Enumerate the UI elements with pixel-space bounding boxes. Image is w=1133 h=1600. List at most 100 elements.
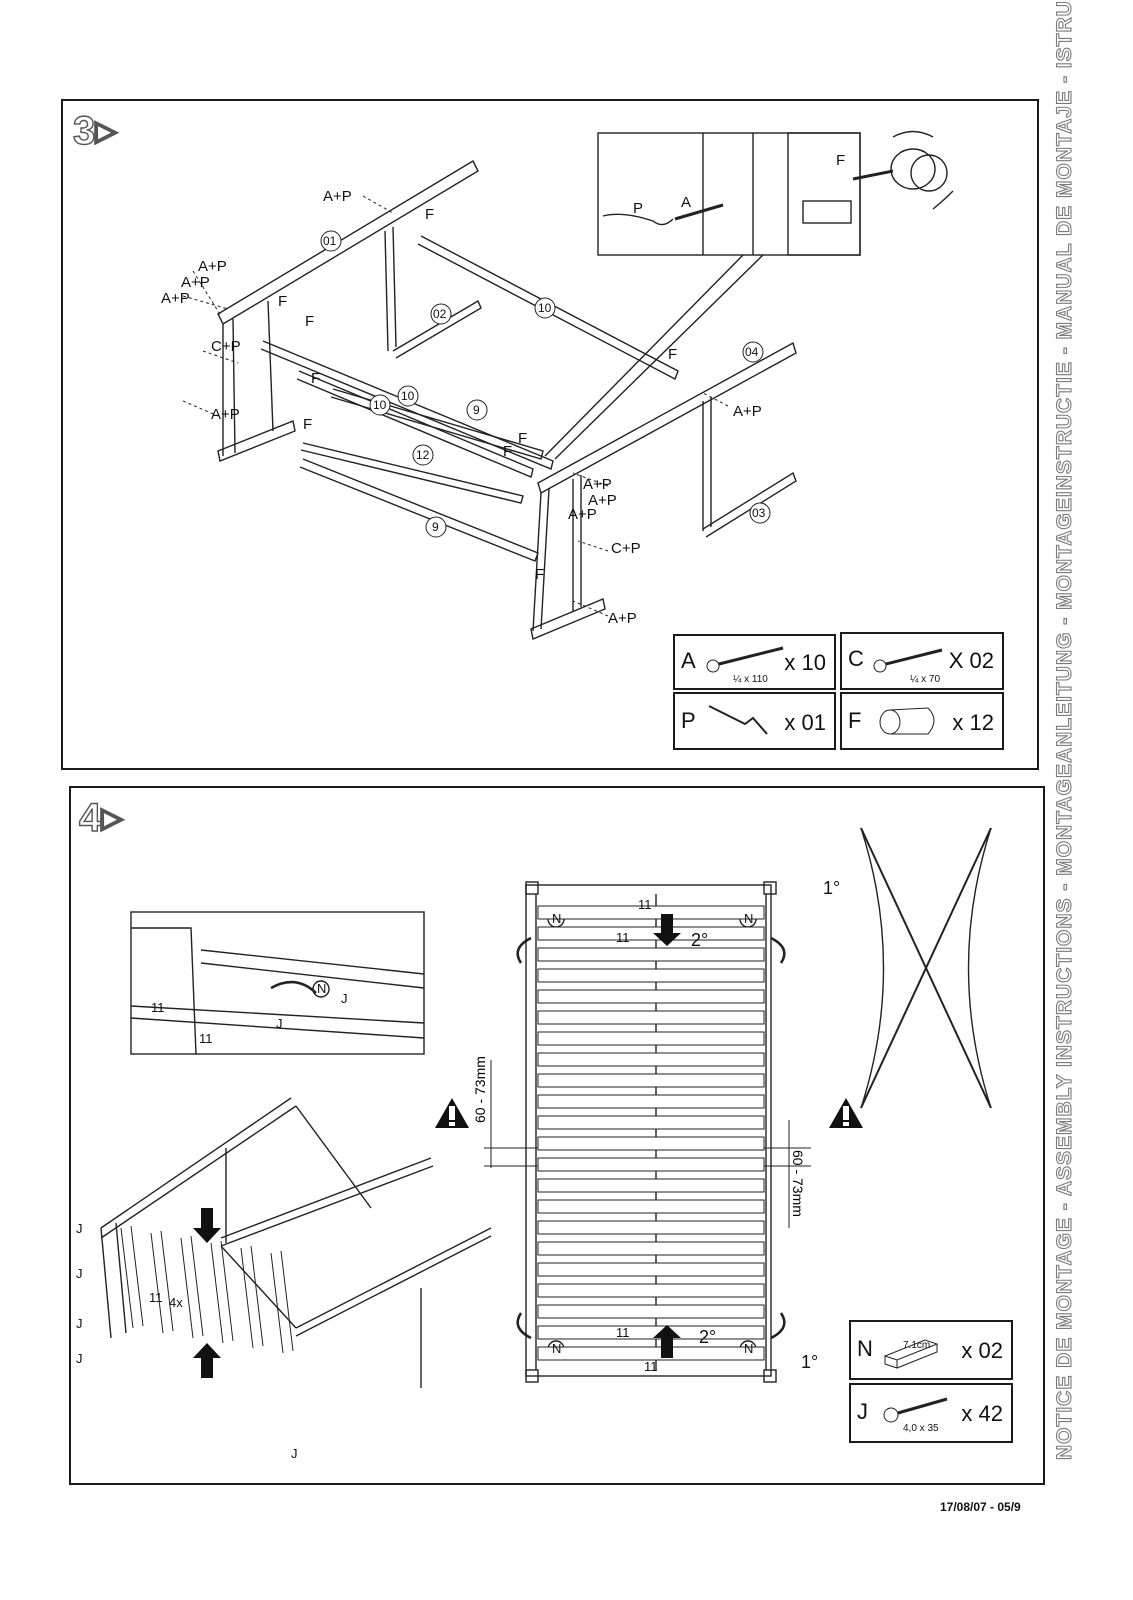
label-j-3d-3: J xyxy=(76,1316,83,1331)
zoom-callout-box xyxy=(597,132,861,256)
label-f-detail: F xyxy=(836,152,845,169)
slat xyxy=(537,1325,765,1340)
step-3-drawing: A+P A+P A+P A+P C+P A+P A+P A+P A+P A+P … xyxy=(161,130,954,640)
slat xyxy=(537,1283,765,1298)
label-11-b: 11 xyxy=(616,930,630,945)
warning-icon-left xyxy=(435,1098,469,1128)
rail-04 xyxy=(537,341,797,495)
label-a-p-1: A+P xyxy=(323,188,352,205)
wood-block-icon xyxy=(883,1339,939,1369)
label-a-p-10: A+P xyxy=(608,610,637,627)
label-p-detail: P xyxy=(633,200,643,217)
screw-icon xyxy=(883,1397,948,1423)
label-f-3: F xyxy=(305,313,314,330)
cam-nut-icon xyxy=(879,707,935,735)
hardware-a-qty: x 10 xyxy=(784,650,826,675)
hardware-n-letter: N xyxy=(857,1336,873,1361)
hardware-a-box: A ¼ x 110 x 10 xyxy=(673,634,836,690)
slat xyxy=(537,1094,765,1109)
step-4-digit: 4 xyxy=(78,795,102,840)
slat xyxy=(537,947,765,962)
hardware-a-letter: A xyxy=(681,648,696,673)
hardware-p-box: P x 01 xyxy=(673,692,836,750)
slat-rows xyxy=(537,905,765,1361)
label-j-3d-5: J xyxy=(291,1446,298,1461)
slat xyxy=(537,989,765,1004)
hardware-n-qty: x 02 xyxy=(961,1338,1003,1363)
warning-icon-right xyxy=(829,1098,863,1128)
part-03-label: 03 xyxy=(752,506,766,520)
left-foot xyxy=(217,420,296,462)
side-language-strip: NOTICE DE MONTAGE - ASSEMBLY INSTRUCTION… xyxy=(1052,0,1076,1461)
slat xyxy=(537,1136,765,1151)
step-4-drawing: N N N N N 11 11 11 11 11 11 11 4x J J J … xyxy=(76,827,992,1461)
label-11-d: 11 xyxy=(644,1359,658,1374)
label-f-6: F xyxy=(668,346,677,363)
label-11-e: 11 xyxy=(151,1000,165,1015)
label-j-detail-1: J xyxy=(341,991,348,1006)
hardware-a-size: ¼ x 110 xyxy=(733,674,768,685)
label-j-3d-2: J xyxy=(76,1266,83,1281)
slat xyxy=(537,1157,765,1172)
slat xyxy=(537,1262,765,1277)
spacing-label-right: 60 - 73mm xyxy=(790,1150,806,1217)
label-f-7: F xyxy=(518,430,527,447)
label-second-top: 2° xyxy=(691,930,708,950)
right-foot xyxy=(530,598,606,640)
arrow-up-icon-3d xyxy=(193,1343,221,1378)
hardware-n-size: 7.1cm xyxy=(903,1340,931,1351)
hardware-j-qty: x 42 xyxy=(961,1401,1003,1426)
label-j-3d-1: J xyxy=(76,1221,83,1236)
label-j-detail-2: J xyxy=(276,1016,283,1031)
part-10-label-b: 10 xyxy=(401,389,415,403)
label-c-p-2: C+P xyxy=(611,540,641,557)
label-second-bottom: 2° xyxy=(699,1327,716,1347)
slat xyxy=(537,1178,765,1193)
slat xyxy=(537,1304,765,1319)
part-04-label: 04 xyxy=(745,345,759,359)
hardware-c-letter: C xyxy=(848,646,864,671)
label-f-8: F xyxy=(503,443,512,460)
part-10-label-a: 10 xyxy=(538,301,552,315)
slat xyxy=(537,1346,765,1361)
slat xyxy=(537,1052,765,1067)
hardware-n-box: N 7.1cm x 02 xyxy=(849,1320,1013,1380)
rail-02 xyxy=(392,299,482,359)
slat xyxy=(537,1073,765,1088)
label-11-f: 11 xyxy=(199,1031,213,1046)
label-a-detail: A xyxy=(681,194,691,211)
label-11-g: 11 xyxy=(149,1290,163,1305)
slat xyxy=(537,968,765,983)
hardware-f-qty: x 12 xyxy=(952,710,994,735)
rail-12 xyxy=(300,442,524,504)
slat xyxy=(537,1031,765,1046)
rail-01 xyxy=(217,160,479,325)
label-first-top: 1° xyxy=(823,878,840,898)
bolt-short-icon xyxy=(873,648,943,673)
label-a-p-5: A+P xyxy=(211,406,240,423)
step-4-number: 4▷ xyxy=(78,795,123,840)
hardware-f-letter: F xyxy=(848,708,862,733)
hardware-j-size: 4,0 x 35 xyxy=(903,1423,939,1434)
allen-key-icon xyxy=(708,705,768,735)
hardware-p-letter: P xyxy=(681,708,696,733)
rail-9-upper xyxy=(330,388,544,460)
label-a-p-3: A+P xyxy=(181,274,210,291)
slat-base-outline xyxy=(525,884,772,1377)
slat xyxy=(537,926,765,941)
part-12-label: 12 xyxy=(416,448,430,462)
rail-03 xyxy=(702,471,797,538)
label-11-c: 11 xyxy=(616,1325,630,1340)
rail-9-lower xyxy=(299,458,539,562)
label-j-3d-4: J xyxy=(76,1351,83,1366)
label-n-3: N xyxy=(552,1341,561,1356)
label-f-2: F xyxy=(278,293,287,310)
slat xyxy=(537,1220,765,1235)
slat xyxy=(537,1115,765,1130)
label-first-bottom: 1° xyxy=(801,1352,818,1372)
label-a-p-9: A+P xyxy=(568,506,597,523)
label-4x: 4x xyxy=(169,1295,183,1310)
label-c-p-1: C+P xyxy=(211,338,241,355)
label-f-1: F xyxy=(425,206,434,223)
label-a-p-6: A+P xyxy=(733,403,762,420)
